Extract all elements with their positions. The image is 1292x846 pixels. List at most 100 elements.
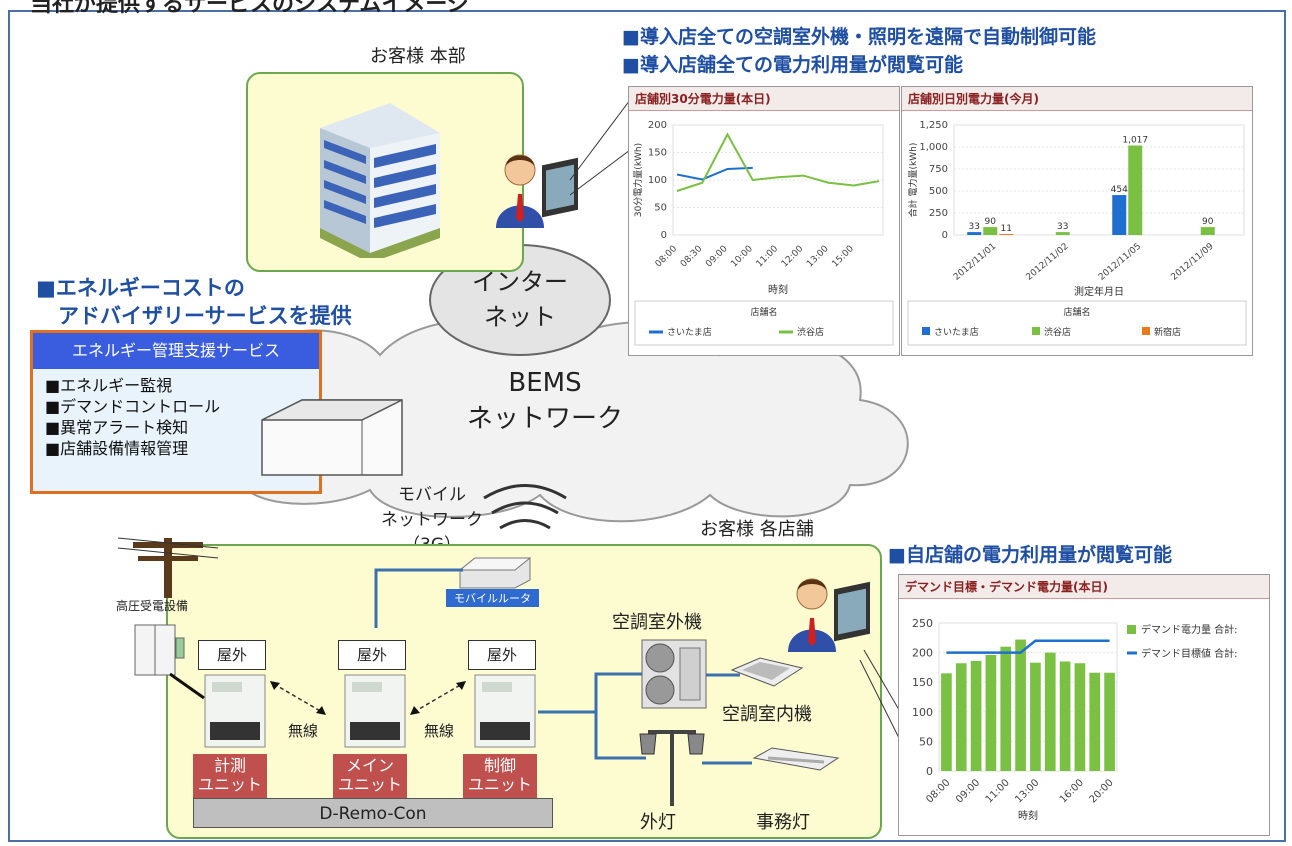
router-label: モバイルルータ [446,589,539,607]
chart3-ytick-label: 100 [912,706,933,719]
outdoor-label-1: 屋外 [198,640,266,670]
chart1-title: 店舗別30分電力量(本日) [629,87,899,111]
hv-connection-line [169,672,205,700]
bems-label-line2: ネットワーク [466,404,623,434]
chart2-data-label: 90 [985,217,997,227]
chart1-xtick-label: 11:00 [755,244,781,270]
control-unit-label-line2: ユニット [467,775,532,794]
outdoor-label-2: 屋外 [338,640,406,670]
bems-label-line1: BEMS [508,368,582,398]
hq-feature-2: ■導入店舗全ての電力利用量が閲覧可能 [622,54,963,76]
chart1-xtick-label: 08:30 [679,244,705,270]
chart3-xtick-label: 11:00 [984,777,1012,805]
chart3-xlabel: 時刻 [1018,809,1038,822]
chart2-legend-label: さいたま店 [934,326,979,338]
chart3-bar [1044,652,1056,771]
wireless-signal-icon [483,484,567,530]
chart1-xlabel: 時刻 [768,283,788,296]
wireless-arrow-2 [410,681,466,715]
chart3-bar [941,673,952,771]
chart3-xtick-label: 20:00 [1088,777,1116,805]
chart2-xlabel: 測定年月日 [1074,285,1124,298]
chart1-xtick-label: 08:00 [654,244,680,270]
chart2-bar [967,232,982,235]
chart3-xtick-label: 08:00 [924,777,952,805]
wireless-arrow-1 [270,681,326,715]
ac-outdoor-icon [641,639,707,709]
mobile-label-line2: ネットワーク [381,510,483,530]
chart2-data-label: 33 [1057,222,1068,232]
office-light-icon [752,747,840,771]
diagram-frame [8,10,1286,842]
chart3-xtick-label: 13:00 [1013,777,1041,805]
ac-link-cable [702,673,740,677]
main-unit-label: メイン ユニット [333,754,407,798]
ac-indoor-label: 空調室内機 [722,704,812,725]
chart3-xtick-label: 09:00 [954,777,982,805]
chart2-legend-label: 新宿店 [1154,326,1181,338]
chart2-legend-swatch [1032,327,1040,335]
chart3-bar [1000,646,1012,771]
chart1-ylabel: 30分電力量(kWh) [632,143,644,217]
chart2-legend-title: 店舗名 [1063,306,1090,318]
chart2-xtick-label: 2012/11/01 [952,242,998,283]
chart3-ytick-label: 150 [912,676,933,689]
utility-pole-icon [118,537,218,598]
outdoor-label-3: 屋外 [468,640,536,670]
product-bar: D-Remo-Con [193,798,553,828]
stores-label: お客様 各店舗 [700,519,814,540]
bems-label: BEMS ネットワーク [455,368,635,435]
chart1-xtick-label: 10:00 [729,244,755,270]
hq-operator-icon [496,154,578,228]
chart3-bar [1074,663,1086,771]
chart2-legend-swatch [922,327,930,335]
chart2-ytick-label: 500 [929,186,948,197]
chart3-legend-swatch [1127,625,1136,634]
chart2-title: 店舗別日別電力量(今月) [902,87,1252,111]
chart2-data-label: 1,017 [1122,136,1148,146]
chart3-target-line [946,639,1110,654]
chart2-legend-swatch [1142,327,1150,335]
service-item-alert: ■異常アラート検知 [45,418,189,437]
chart3-bar [985,654,997,771]
chart3-title: デマンド目標・デマンド電力量(本日) [899,575,1269,599]
hq-feature-1: ■導入店全ての空調室外機・照明を遠隔で自動制御可能 [622,26,1096,48]
chart1-ytick-label: 50 [654,203,667,214]
service-box-title: エネルギー管理支援サービス [33,333,319,369]
chart2-ytick-label: 250 [929,208,948,219]
store-operator-icon [788,578,870,652]
chart1-series-line [676,166,753,181]
service-box: エネルギー管理支援サービス ■エネルギー監視 ■デマンドコントロール ■異常アラ… [30,330,322,494]
outdoor-light-label: 外灯 [640,812,676,833]
chart2-bar [983,227,998,235]
hq-callout-lines [569,99,631,196]
chart3-bar [955,663,967,771]
page-title: 当社が提供するサービスのシステムイメージ [30,0,469,17]
measure-unit-label: 計測 ユニット [193,754,267,798]
router-cable [374,568,463,628]
chart2-bar [999,234,1014,235]
chart1-xtick-label: 09:00 [704,244,730,270]
chart1-ytick-label: 150 [648,148,667,159]
chart2-xtick-label: 2012/11/05 [1097,242,1143,283]
service-item-monitoring: ■エネルギー監視 [45,376,173,395]
ac-outdoor-label: 空調室外機 [612,612,702,633]
measure-unit-device [204,674,266,748]
chart2-data-label: 11 [1001,224,1012,234]
chart3-ytick-label: 0 [926,765,933,778]
chart1-legend-label: さいたま店 [667,326,712,338]
chart3-xtick-label: 16:00 [1058,777,1086,805]
outdoor-light-icon [639,730,705,806]
chart2-bar [1128,145,1143,235]
control-unit-device [474,674,536,748]
chart2-bar [1055,232,1070,235]
chart2-xtick-label: 2012/11/02 [1025,242,1071,283]
main-unit-label-line2: ユニット [337,775,402,794]
chart2-plot: 02505007501,0001,2503390112012/11/013320… [907,120,1247,346]
chart1-ytick-label: 0 [661,230,667,241]
